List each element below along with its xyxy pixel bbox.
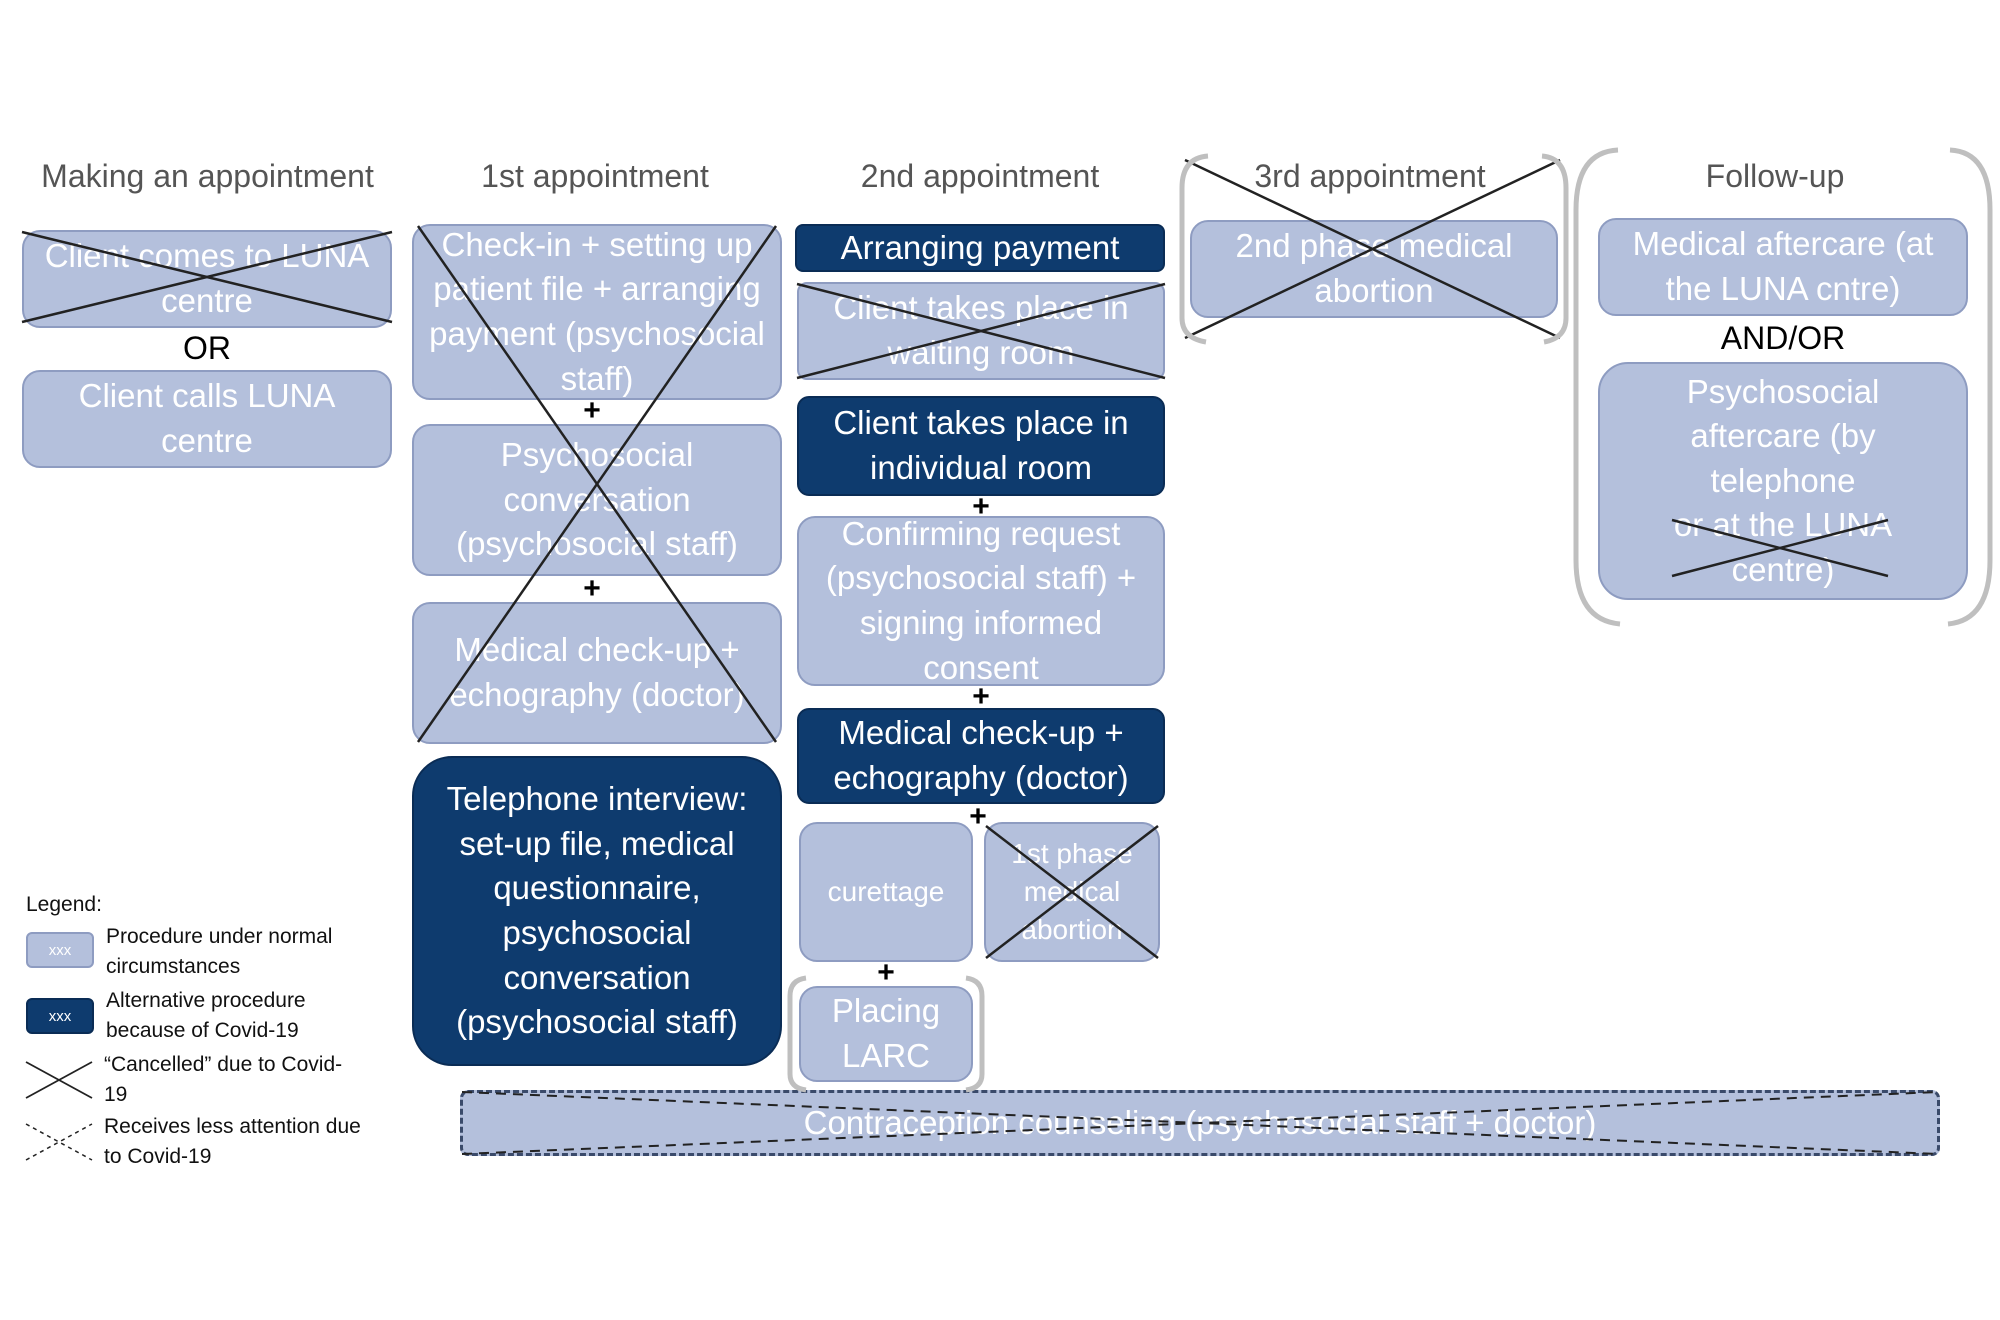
first-phase-medical-abortion-box: 1st phase medical abortion [984, 822, 1160, 962]
plus-connector: + [877, 956, 895, 989]
psychosocial-conversation-box: Psychosocial conversation (psychosocial … [412, 424, 782, 576]
psychosocial-aftercare-location-text: or at the LUNA centre) [1673, 506, 1893, 588]
plus-connector: + [583, 394, 601, 427]
telephone-interview-box: Telephone interview: set-up file, medica… [412, 756, 782, 1066]
legend-normal-text: Procedure under normal circumstances [106, 925, 333, 979]
medical-checkup-echography-box: Medical check-up + echography (doctor) [797, 708, 1165, 804]
legend-cancelled-text: “Cancelled” due to Covid-19 [104, 1053, 343, 1107]
confirming-request-box: Confirming request (psychosocial staff) … [797, 516, 1165, 686]
legend-cancelled-symbol [25, 1061, 93, 1099]
plus-connector: + [969, 800, 987, 833]
legend-less-attention-text: Receives less attention due to Covid-19 [104, 1115, 361, 1169]
column-header-1st-appointment: 1st appointment [481, 158, 709, 194]
client-calls-luna-box: Client calls LUNA centre [22, 370, 392, 468]
checkin-setup-file-box: Check-in + setting up patient file + arr… [412, 224, 782, 400]
contraception-counseling-bar: Contraception counseling (psychosocial s… [460, 1090, 1940, 1156]
legend-normal-swatch: xxx [26, 932, 94, 968]
column-header-3rd-appointment: 3rd appointment [1254, 158, 1486, 194]
waiting-room-box: Client takes place in waiting room [797, 282, 1165, 380]
psychosocial-aftercare-text: Psychosocial aftercare (by telephone [1686, 372, 1880, 499]
client-comes-to-luna-box: Client comes to LUNA centre [22, 230, 392, 328]
placing-larc-box: Placing LARC [799, 986, 973, 1082]
medical-aftercare-box: Medical aftercare (at the LUNA cntre) [1598, 218, 1968, 316]
psychosocial-aftercare-box: Psychosocial aftercare (by telephone or … [1598, 362, 1968, 600]
legend-alternative-swatch: xxx [26, 998, 94, 1034]
column-header-follow-up: Follow-up [1705, 158, 1845, 194]
and-or-connector: AND/OR [1720, 320, 1846, 356]
plus-connector: + [583, 572, 601, 605]
legend-cancelled-symbol [25, 1061, 93, 1099]
legend-title: Legend: [26, 893, 102, 916]
column-header-making-appointment: Making an appointment [41, 158, 374, 194]
legend-less-attention-symbol [25, 1123, 93, 1161]
legend-alternative-text: Alternative procedure because of Covid-1… [106, 989, 306, 1043]
or-connector: OR [183, 330, 231, 366]
plus-connector: + [972, 680, 990, 713]
column-header-2nd-appointment: 2nd appointment [860, 158, 1100, 194]
medical-checkup-box: Medical check-up + echography (doctor) [412, 602, 782, 744]
individual-room-box: Client takes place in individual room [797, 396, 1165, 496]
legend-less-attention-symbol [25, 1123, 93, 1161]
curettage-box: curettage [799, 822, 973, 962]
plus-connector: + [972, 490, 990, 523]
arranging-payment-box: Arranging payment [795, 224, 1165, 272]
second-phase-medical-abortion-box: 2nd phase medical abortion [1190, 220, 1558, 318]
